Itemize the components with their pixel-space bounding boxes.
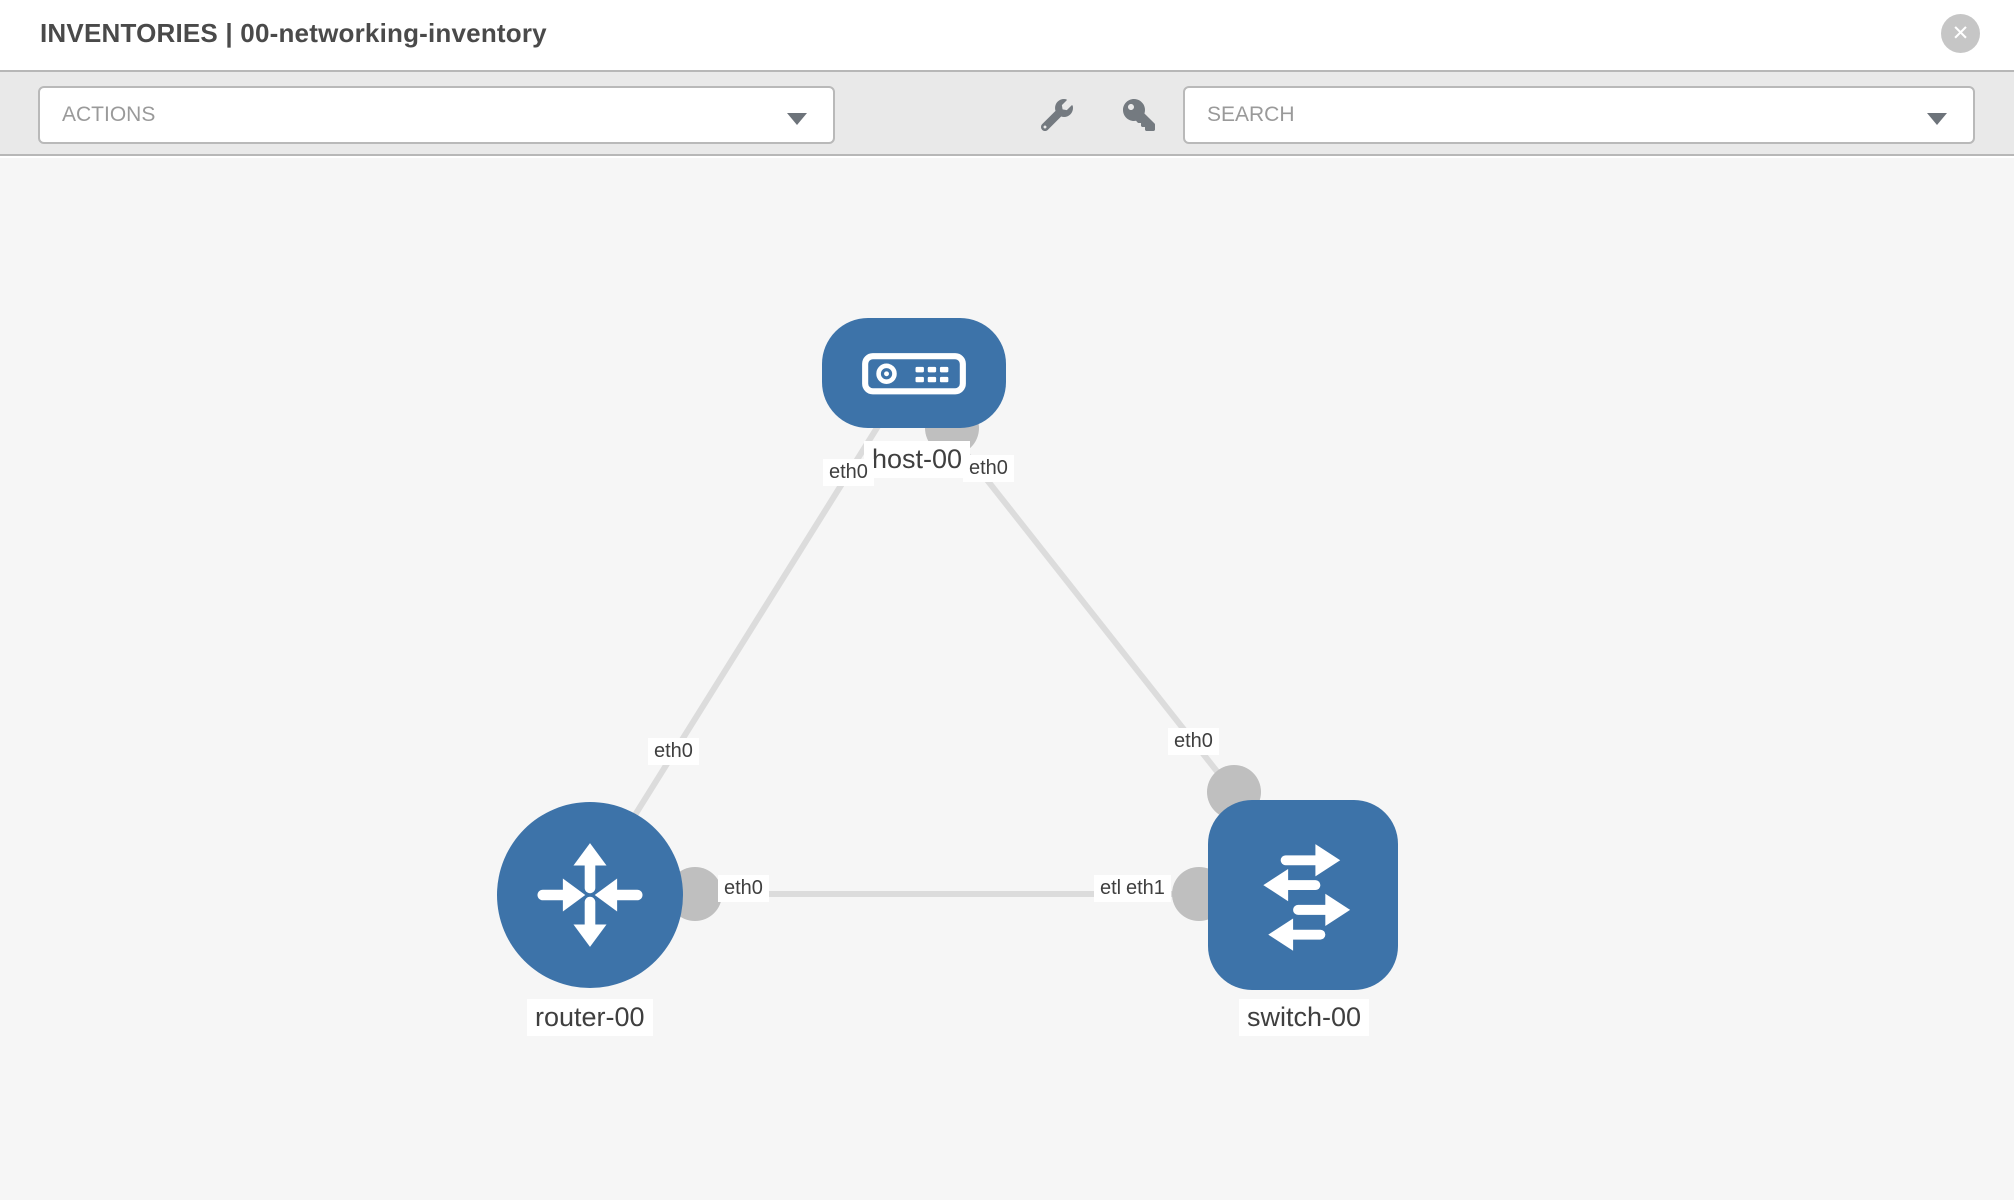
page-title: INVENTORIES | 00-networking-inventory: [40, 18, 547, 48]
close-glyph: ✕: [1951, 22, 1970, 45]
router-icon: [537, 843, 643, 947]
iface-label: eth0: [823, 459, 874, 486]
toolbar: [0, 70, 2014, 156]
node-label-router: router-00: [527, 999, 653, 1036]
node-switch-00[interactable]: [1208, 800, 1398, 990]
chevron-down-icon: [787, 113, 807, 125]
iface-label: eth0: [963, 455, 1014, 482]
iface-label: eth1: [1120, 875, 1171, 902]
actions-input[interactable]: [40, 88, 833, 142]
switch-icon: [1263, 844, 1351, 951]
node-label-host: host-00: [864, 441, 971, 478]
header-bar: INVENTORIES | 00-networking-inventory ✕: [0, 0, 2014, 70]
node-router-00[interactable]: [497, 802, 683, 988]
node-label-switch: switch-00: [1239, 999, 1370, 1036]
host-icon: [862, 353, 966, 395]
topology-links: [627, 421, 1237, 897]
key-icon[interactable]: [1122, 98, 1156, 132]
search-input[interactable]: [1185, 88, 1973, 142]
iface-label: eth0: [1168, 728, 1219, 755]
iface-label: eth0: [718, 875, 769, 902]
chevron-down-icon: [1927, 113, 1947, 125]
node-host-00[interactable]: [822, 318, 1006, 428]
topology-canvas[interactable]: host-00 router-00 switch-00 eth0 eth0 et…: [0, 158, 2014, 1200]
search-dropdown[interactable]: [1183, 86, 1975, 144]
close-icon[interactable]: ✕: [1941, 14, 1980, 53]
actions-dropdown[interactable]: [38, 86, 835, 144]
iface-label: eth0: [648, 738, 699, 765]
toolbar-icons: [1040, 98, 1156, 132]
wrench-icon[interactable]: [1040, 98, 1074, 132]
